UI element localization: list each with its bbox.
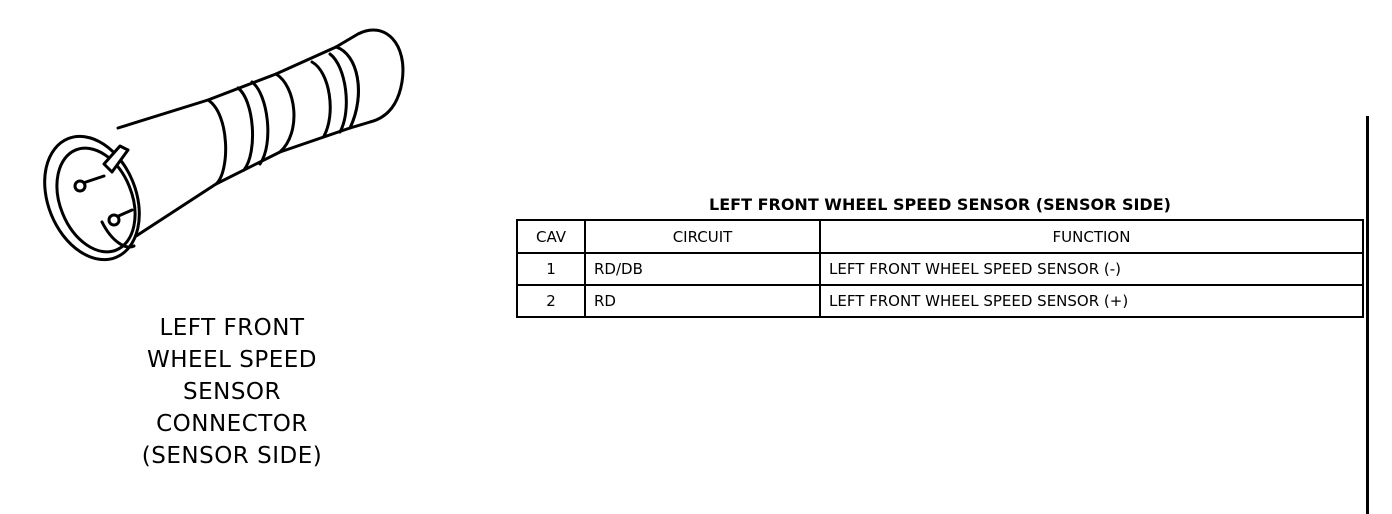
table-header-row: CAV CIRCUIT FUNCTION [516,219,1364,254]
cell-function: LEFT FRONT WHEEL SPEED SENSOR (-) [819,252,1364,286]
cell-cav: 1 [516,252,586,286]
page-edge-line [1366,116,1369,514]
table-title: LEFT FRONT WHEEL SPEED SENSOR (SENSOR SI… [709,195,1171,214]
header-function: FUNCTION [819,219,1364,254]
table-row: 2 RD LEFT FRONT WHEEL SPEED SENSOR (+) [516,284,1364,318]
pinout-table: CAV CIRCUIT FUNCTION 1 RD/DB LEFT FRONT … [516,219,1364,318]
table-row: 1 RD/DB LEFT FRONT WHEEL SPEED SENSOR (-… [516,252,1364,286]
caption-line: LEFT FRONT [159,315,305,341]
caption-line: WHEEL SPEED [147,347,317,373]
caption-line: SENSOR [182,379,282,405]
header-circuit: CIRCUIT [584,219,821,254]
cell-circuit: RD [584,284,821,318]
header-cav: CAV [516,219,586,254]
connector-caption: LEFT FRONT WHEEL SPEED SENSOR CONNECTOR … [100,312,364,472]
cell-circuit: RD/DB [584,252,821,286]
caption-line: CONNECTOR [156,411,308,437]
cell-cav: 2 [516,284,586,318]
cell-function: LEFT FRONT WHEEL SPEED SENSOR (+) [819,284,1364,318]
sensor-connector-icon [43,28,405,262]
caption-line: (SENSOR SIDE) [141,443,323,469]
